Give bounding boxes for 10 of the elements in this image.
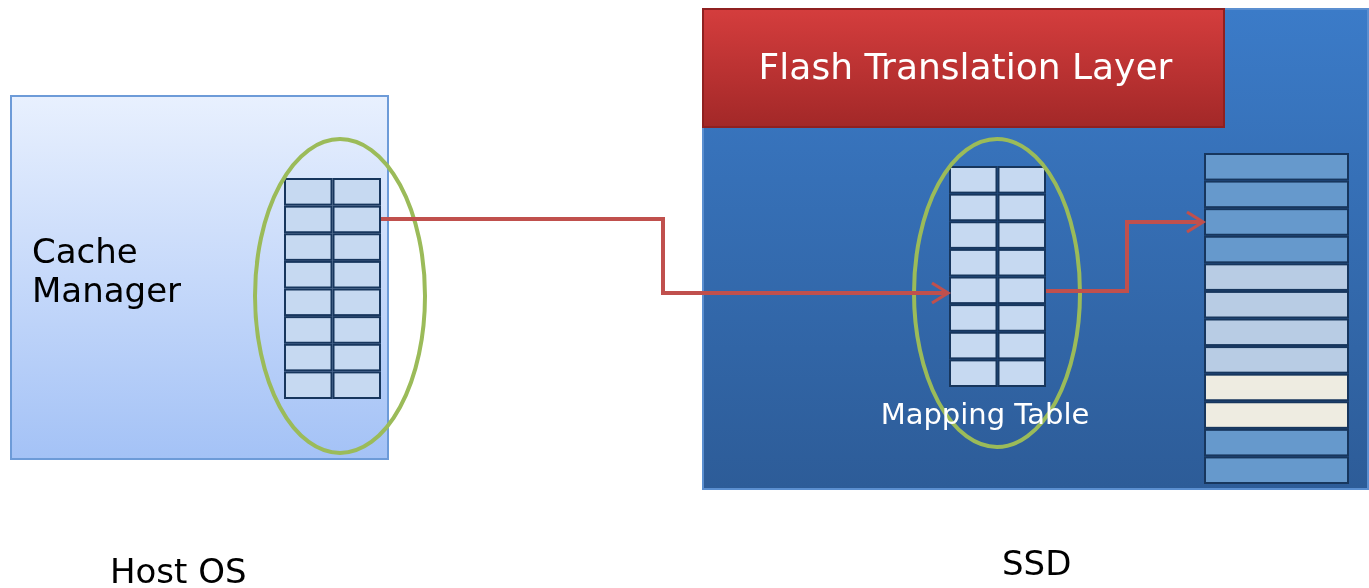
- table-label: Mapping Table: [879, 398, 1091, 432]
- header-title: Flash Translation Layer: [757, 46, 1174, 88]
- layer-header: [702, 8, 1225, 128]
- arrow: [381, 217, 950, 305]
- table-grid: [284, 178, 381, 399]
- arrow: [1046, 210, 1205, 293]
- component-label: Cache Manager: [32, 232, 183, 311]
- node-label: Host OS: [110, 552, 248, 588]
- storage-column-drawing: [1204, 153, 1349, 484]
- node-label: SSD: [1002, 544, 1073, 584]
